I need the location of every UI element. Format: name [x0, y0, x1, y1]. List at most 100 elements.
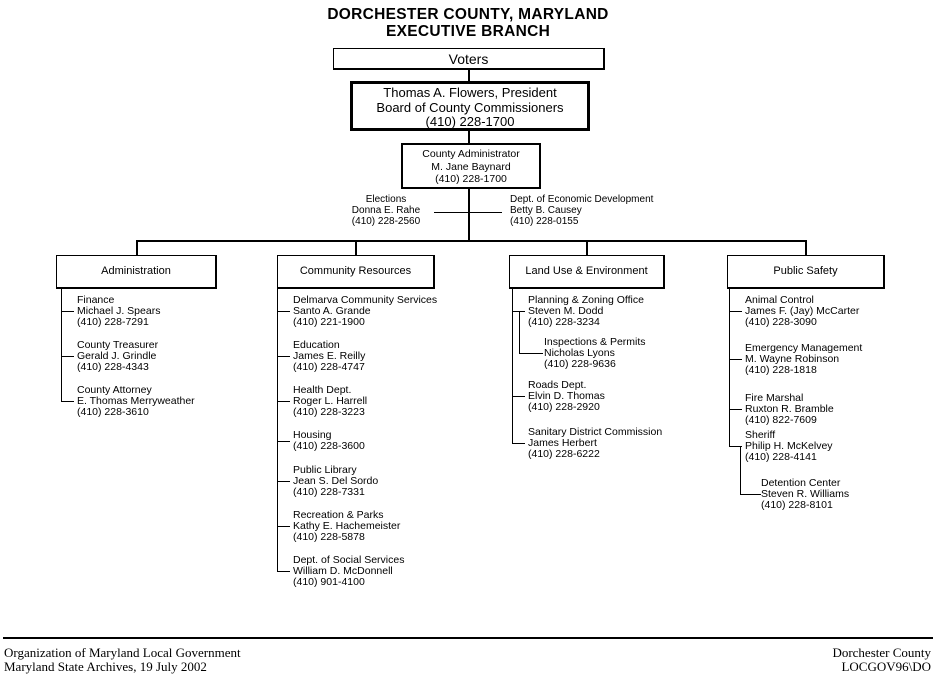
connector-line [434, 212, 502, 213]
org-item-person: Kathy E. Hachemeister [293, 520, 401, 532]
org-item: Sheriff Philip H. McKelvey (410) 228-414… [729, 430, 934, 463]
org-item-title: Health Dept. [293, 384, 352, 396]
elections-phone: (410) 228-2560 [351, 216, 421, 227]
org-item-phone: (410) 228-4141 [745, 451, 817, 463]
dept-label: Administration [101, 265, 171, 277]
org-item: Planning & Zoning Office Steven M. Dodd … [512, 295, 727, 328]
column-land-use-environment: Planning & Zoning Office Steven M. Dodd … [512, 289, 727, 472]
org-item: Finance Michael J. Spears (410) 228-7291 [61, 295, 271, 328]
org-item-person: M. Wayne Robinson [745, 353, 840, 365]
org-item-title: Animal Control [745, 294, 814, 306]
node-dept-administration: Administration [56, 255, 217, 289]
connector-line [729, 289, 730, 446]
connector-line [355, 240, 357, 255]
footer-divider [3, 637, 933, 639]
org-item-phone: (410) 228-5878 [293, 531, 365, 543]
footer-source: Organization of Maryland Local Governmen… [4, 646, 241, 673]
org-item-person: James Herbert [528, 437, 597, 449]
org-item-phone: (410) 228-1818 [745, 364, 817, 376]
org-item-phone: (410) 228-7291 [77, 316, 149, 328]
org-item-title: Emergency Management [745, 342, 863, 354]
board-president-name: Thomas A. Flowers, President [383, 85, 557, 100]
org-item: Housing (410) 228-3600 [277, 430, 492, 452]
connector-line [805, 240, 807, 255]
org-item-person: Santo A. Grande [293, 305, 371, 317]
org-item-phone: (410) 901-4100 [293, 576, 365, 588]
org-item-person: Elvin D. Thomas [528, 390, 605, 402]
org-subitem: Inspections & Permits Nicholas Lyons (41… [512, 337, 727, 370]
org-item-person: James F. (Jay) McCarter [745, 305, 860, 317]
org-item-person: Roger L. Harrell [293, 395, 368, 407]
org-item-person: Steven R. Williams [761, 488, 850, 500]
node-voters: Voters [333, 48, 605, 70]
dept-label: Community Resources [299, 265, 412, 277]
org-item-phone: (410) 228-3090 [745, 316, 817, 328]
dept-label: Land Use & Environment [525, 265, 648, 277]
org-item-title: Recreation & Parks [293, 509, 384, 521]
org-item-title: Dept. of Social Services [293, 554, 405, 566]
org-item-title: County Treasurer [77, 339, 159, 351]
org-item-phone: (410) 228-9636 [544, 358, 616, 370]
org-item-phone: (410) 228-4747 [293, 361, 365, 373]
org-item: County Attorney E. Thomas Merryweather (… [61, 385, 271, 418]
org-item: Animal Control James F. (Jay) McCarter (… [729, 295, 934, 328]
footer-source-line2: Maryland State Archives, 19 July 2002 [4, 658, 207, 674]
org-item-person: Ruxton R. Bramble [745, 403, 834, 415]
org-item-phone: (410) 228-3223 [293, 406, 365, 418]
org-item-person: Steven M. Dodd [528, 305, 604, 317]
node-county-administrator: County Administrator M. Jane Baynard (41… [401, 143, 541, 189]
page-title: DORCHESTER COUNTY, MARYLAND EXECUTIVE BR… [0, 6, 936, 40]
elections-title: Elections [365, 194, 407, 205]
econdev-phone: (410) 228-0155 [510, 216, 579, 227]
connector-line [468, 70, 470, 82]
org-item-title: Housing [293, 429, 332, 441]
org-item-phone: (410) 822-7609 [745, 414, 817, 426]
connector-line [277, 289, 278, 571]
org-item-title: Delmarva Community Services [293, 294, 438, 306]
org-item-phone: (410) 228-2920 [528, 401, 600, 413]
org-item-title: Roads Dept. [528, 379, 587, 391]
node-board-of-commissioners: Thomas A. Flowers, President Board of Co… [350, 81, 590, 131]
econdev-title: Dept. of Economic Development [510, 194, 654, 205]
column-public-safety: Animal Control James F. (Jay) McCarter (… [729, 289, 934, 523]
connector-line [136, 240, 138, 255]
org-item-person: Gerald J. Grindle [77, 350, 157, 362]
connector-line [519, 353, 543, 354]
org-item-person: E. Thomas Merryweather [77, 395, 195, 407]
elections-name: Donna E. Rahe [351, 205, 421, 216]
node-dept-public-safety: Public Safety [727, 255, 885, 289]
footer-source-line1: Organization of Maryland Local Governmen… [4, 645, 241, 660]
org-item: Dept. of Social Services William D. McDo… [277, 555, 492, 588]
org-item: Public Library Jean S. Del Sordo (410) 2… [277, 465, 492, 498]
org-item-title: Education [293, 339, 340, 351]
org-item: Health Dept. Roger L. Harrell (410) 228-… [277, 385, 492, 418]
node-dept-land-use-environment: Land Use & Environment [509, 255, 665, 289]
connector-line [512, 289, 513, 443]
org-item: Emergency Management M. Wayne Robinson (… [729, 343, 934, 376]
dept-label: Public Safety [773, 265, 838, 277]
voters-label: Voters [448, 51, 489, 67]
org-item: Fire Marshal Ruxton R. Bramble (410) 822… [729, 393, 934, 426]
org-item-phone: (410) 228-7331 [293, 486, 365, 498]
column-community-resources: Delmarva Community Services Santo A. Gra… [277, 289, 492, 600]
org-item-title: County Attorney [77, 384, 152, 396]
footer-reference: Dorchester County LOCGOV96\DO [832, 646, 931, 673]
node-elections: Elections Donna E. Rahe (410) 228-2560 [343, 194, 429, 227]
org-item-phone: (410) 228-3610 [77, 406, 149, 418]
page-title-line1: DORCHESTER COUNTY, MARYLAND [327, 6, 609, 23]
org-item-title: Detention Center [761, 477, 841, 489]
footer-reference-line1: Dorchester County [832, 645, 931, 660]
org-item-title: Public Library [293, 464, 357, 476]
connector-line [468, 189, 470, 241]
org-item: Sanitary District Commission James Herbe… [512, 427, 727, 460]
org-item-person: Nicholas Lyons [544, 347, 615, 359]
org-item-person: James E. Reilly [293, 350, 366, 362]
board-phone: (410) 228-1700 [425, 114, 515, 129]
org-item-phone: (410) 228-6222 [528, 448, 600, 460]
connector-line [586, 240, 588, 255]
org-subitem: Detention Center Steven R. Williams (410… [729, 478, 934, 511]
administrator-title: County Administrator [422, 148, 520, 160]
org-item-title: Sheriff [745, 429, 776, 441]
org-item: County Treasurer Gerald J. Grindle (410)… [61, 340, 271, 373]
